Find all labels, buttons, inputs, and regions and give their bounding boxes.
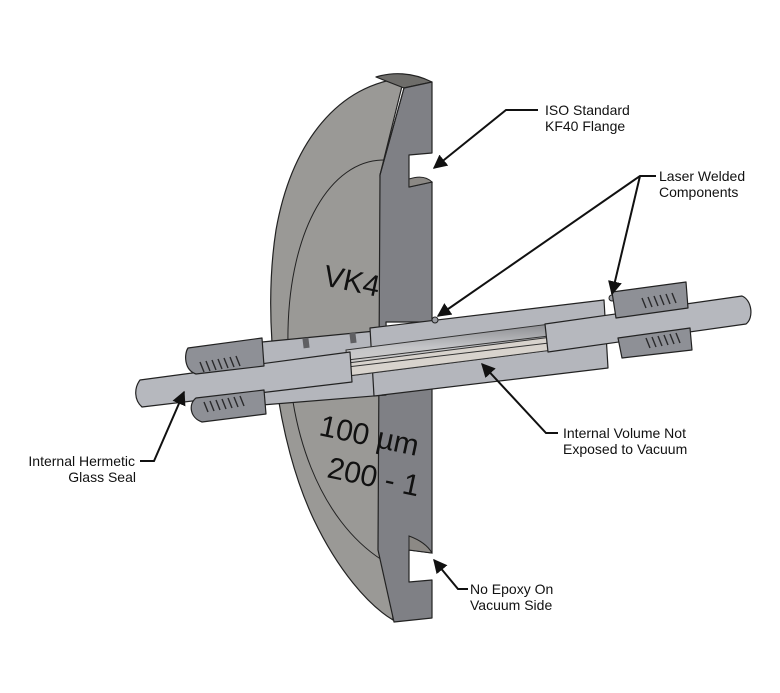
callout-internal-volume: Internal Volume Not Exposed to Vacuum (563, 425, 687, 457)
right-fitting (611, 281, 693, 359)
leader-lines (140, 109, 656, 590)
callout-iso-flange-line2: KF40 Flange (545, 118, 625, 134)
leader-hermetic-seal (140, 390, 186, 462)
leader-no-epoxy (433, 558, 468, 590)
callout-internal-volume-line1: Internal Volume Not (563, 425, 686, 441)
flange-groove-bottom (408, 535, 433, 554)
callout-no-epoxy: No Epoxy On Vacuum Side (470, 581, 553, 613)
callout-laser-welded-line1: Laser Welded (659, 168, 745, 184)
callout-hermetic-seal-line1: Internal Hermetic (28, 453, 135, 469)
leader-internal-volume (481, 362, 558, 434)
callout-no-epoxy-line1: No Epoxy On (470, 581, 553, 597)
seal-ring-2 (349, 332, 357, 344)
left-nut-top (185, 337, 265, 375)
flange-inner-ring (287, 159, 385, 561)
left-fitting (185, 337, 267, 423)
left-threads (199, 355, 245, 413)
left-rod (135, 351, 353, 408)
callout-iso-flange: ISO Standard KF40 Flange (545, 102, 630, 134)
weld-point-top (431, 316, 439, 324)
callout-laser-welded-line2: Components (659, 184, 738, 200)
right-threads (641, 292, 681, 349)
callout-iso-flange-line1: ISO Standard (545, 102, 630, 118)
callout-laser-welded: Laser Welded Components (659, 168, 745, 200)
leader-laser-welded-2 (608, 175, 641, 296)
callout-hermetic-seal: Internal Hermetic Glass Seal (28, 453, 136, 485)
right-rod (544, 295, 752, 353)
tube-assembly (135, 294, 752, 408)
seal-ring-1 (302, 337, 310, 349)
callout-hermetic-seal-line2: Glass Seal (68, 469, 136, 485)
leader-iso-flange (432, 109, 538, 169)
flange-edge-line (379, 87, 405, 176)
left-nut-bottom (190, 389, 267, 423)
callout-no-epoxy-line2: Vacuum Side (470, 597, 552, 613)
right-nut-top (611, 281, 689, 319)
flange-groove-top (408, 176, 434, 188)
callout-internal-volume-line2: Exposed to Vacuum (563, 441, 687, 457)
